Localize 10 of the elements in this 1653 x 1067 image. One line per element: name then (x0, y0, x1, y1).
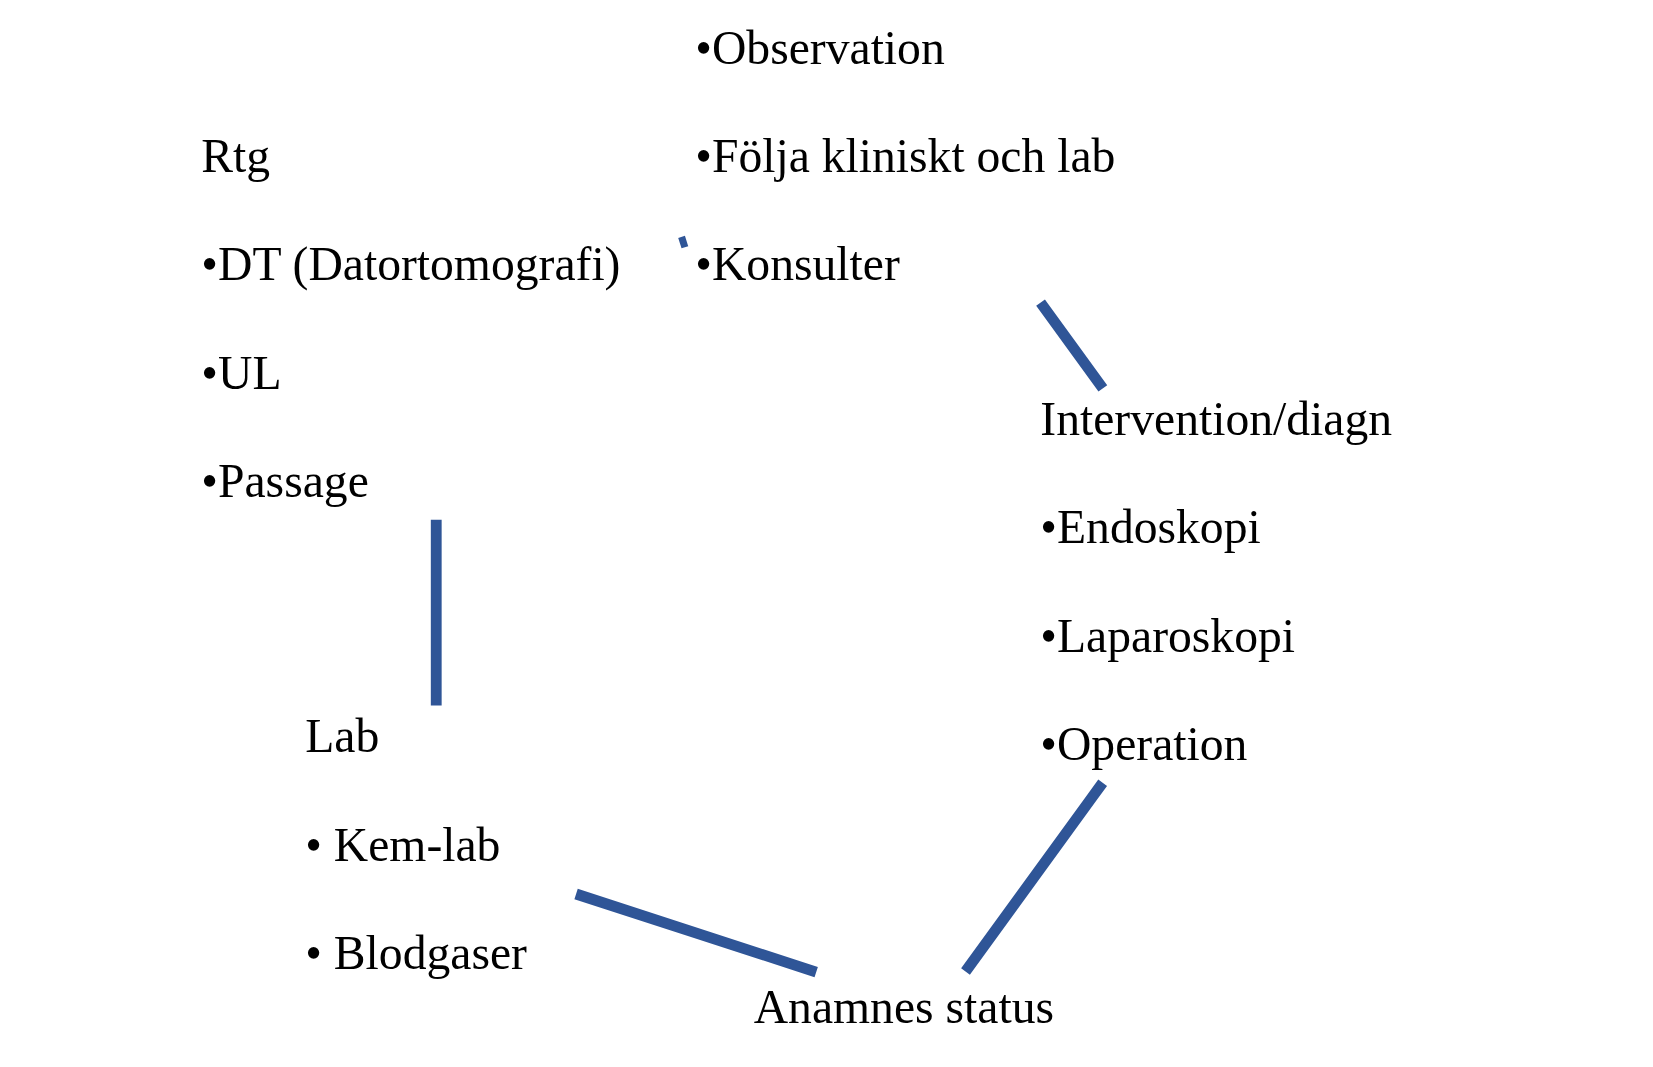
connector (430, 519, 442, 706)
connector (678, 235, 689, 249)
connector (1036, 299, 1108, 392)
node-text: •Observation •Följa kliniskt och lab •Konsulter (695, 21, 1116, 291)
node-text: Intervention/diagn •Endoskopi •Laparoskopi •Operation (1040, 393, 1393, 770)
node-text: Rtg •DT (Datortomografi) •UL •Passage (201, 130, 621, 507)
connector (961, 779, 1108, 975)
node-text: Lab • Kem-lab • Blodgaser (305, 710, 527, 979)
node-text: Anamnes status (753, 981, 1054, 1034)
connector (574, 888, 818, 978)
